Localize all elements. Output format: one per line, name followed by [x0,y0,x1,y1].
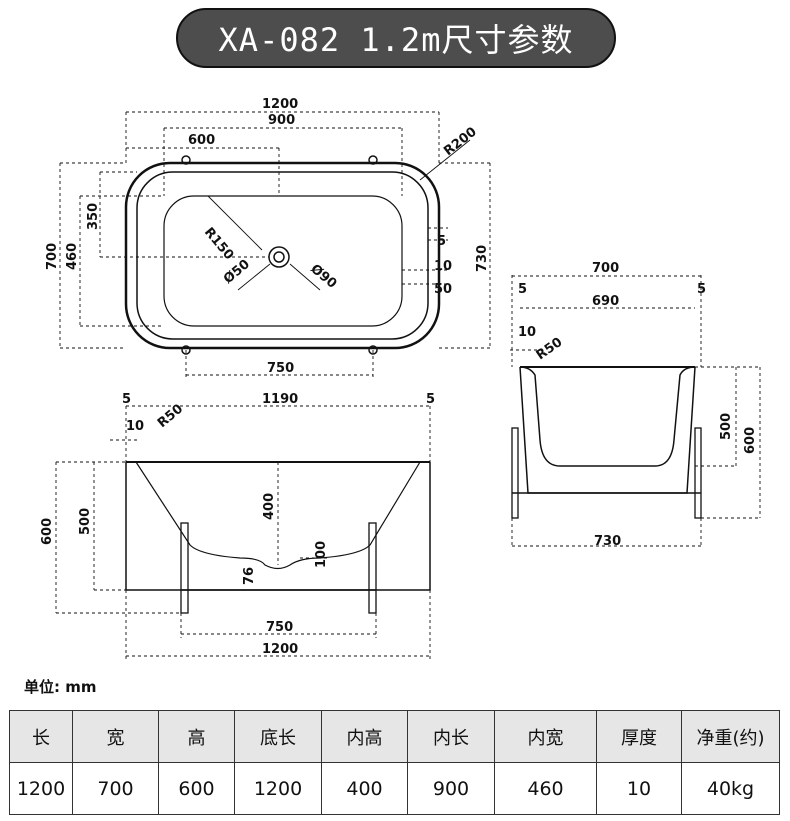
front-dim-5b: 5 [426,392,435,407]
top-dim-350: 350 [86,203,101,230]
front-dim-600: 600 [40,518,55,545]
unit-label: 单位: mm [24,678,97,696]
table-header-cell: 底长 [234,710,322,763]
table-header-row: 长 宽 高 底长 内高 内长 内宽 厚度 净重(约) [9,710,780,763]
front-dim-5a: 5 [122,392,131,407]
table-cell: 1200 [9,762,73,815]
table-header-cell: 厚度 [596,710,682,763]
drain-outer [268,246,290,268]
side-dim-5b: 5 [697,282,706,297]
table-cell: 460 [494,762,597,815]
top-dim-600: 600 [188,133,215,148]
table-header-cell: 长 [9,710,73,763]
top-dim-900: 900 [268,113,295,128]
table-cell: 900 [407,762,495,815]
table-cell: 10 [596,762,682,815]
table-cell: 700 [72,762,159,815]
table-header-cell: 内高 [321,710,408,763]
top-basin [163,195,403,327]
top-dim-1200: 1200 [262,97,298,112]
lug [181,155,191,165]
front-dim-1190: 1190 [262,392,298,407]
front-dim-400: 400 [262,493,277,520]
table-header-cell: 内长 [407,710,495,763]
top-dim-700: 700 [45,243,60,270]
table-cell: 600 [158,762,235,815]
side-dim-10: 10 [518,325,536,340]
side-dim-r50: R50 [534,335,566,363]
front-view [55,405,431,660]
table-header-cell: 高 [158,710,235,763]
drain-inner [273,251,285,263]
table-header-cell: 净重(约) [681,710,780,763]
table-cell: 40kg [681,762,780,815]
table-cell: 1200 [234,762,322,815]
page-title: XA-082 1.2m尺寸参数 [218,21,574,59]
front-dim-76: 76 [242,567,257,585]
table-row: 1200 700 600 1200 400 900 460 10 40kg [9,762,780,815]
lug [368,345,378,355]
lug [181,345,191,355]
top-dim-r150: R150 [201,225,236,263]
side-dim-5a: 5 [518,282,527,297]
top-dim-460: 460 [65,243,80,270]
top-dim-r200: R200 [441,124,480,159]
side-dim-730: 730 [594,534,621,549]
top-outer-rim [124,161,441,350]
lug [368,155,378,165]
top-dim-750: 750 [267,361,294,376]
top-inner-rim [136,171,429,340]
table-header-cell: 宽 [72,710,159,763]
side-dim-700: 700 [592,261,619,276]
top-dim-730: 730 [475,245,490,272]
title-banner: XA-082 1.2m尺寸参数 [176,8,616,68]
front-dim-10: 10 [126,419,144,434]
front-dim-1200: 1200 [262,642,298,657]
side-dim-600: 600 [743,427,758,454]
technical-drawing: 1200 900 600 R200 700 460 350 R150 Ø50 Ø… [40,97,761,660]
side-view [510,275,761,548]
front-dim-100: 100 [314,541,329,568]
top-dim-10: 10 [434,259,452,274]
table-cell: 400 [321,762,408,815]
side-dim-500: 500 [719,413,734,440]
top-dim-5: 5 [437,234,446,249]
spec-table: 长 宽 高 底长 内高 内长 内宽 厚度 净重(约) 1200 700 600 … [9,710,780,815]
top-dim-d90: Ø90 [307,262,339,292]
front-dim-500: 500 [78,508,93,535]
side-dim-690: 690 [592,294,619,309]
top-view [59,111,491,378]
front-dim-750: 750 [266,620,293,635]
top-dim-50: 50 [434,282,452,297]
table-header-cell: 内宽 [494,710,597,763]
